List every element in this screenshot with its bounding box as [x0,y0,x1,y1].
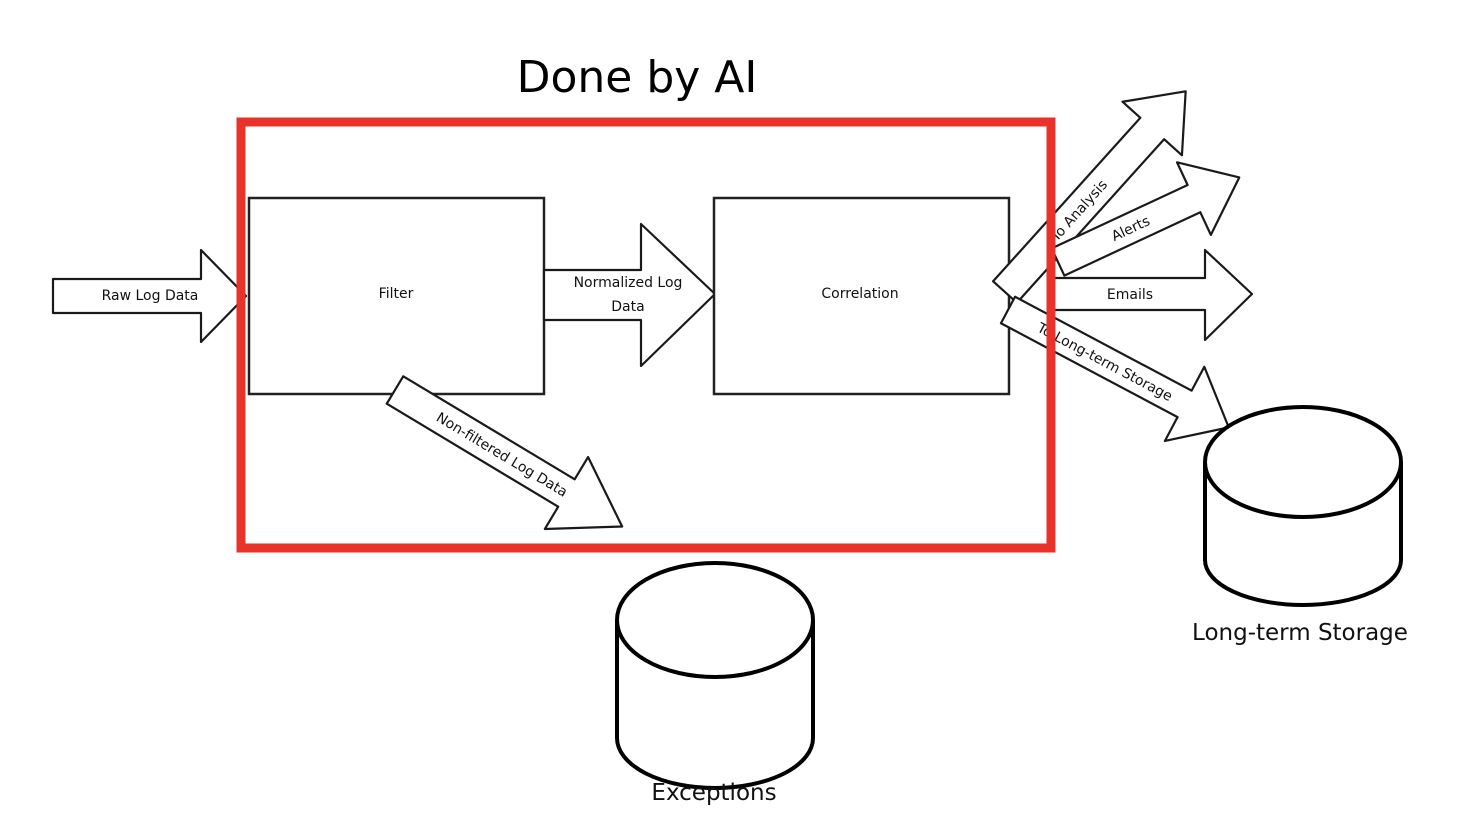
emails-label: Emails [1107,287,1153,303]
correlation-label: Correlation [821,286,898,302]
long-term-storage-label: Long-term Storage [1192,620,1408,646]
filter-box: Filter [247,196,546,396]
long-term-storage-database-icon [1203,405,1403,607]
ai-highlight-frame [236,117,1056,553]
diagram-title: Done by AI [517,52,758,103]
raw-log-data-label: Raw Log Data [102,288,199,304]
emails-arrow: Emails [1046,248,1254,342]
non-filtered-label: Non-filtered Log Data [433,410,570,501]
filter-label: Filter [379,286,414,302]
exceptions-database-icon [615,561,815,790]
normalized-label-line2: Data [611,299,644,315]
normalized-label-line1: Normalized Log [574,275,683,291]
to-analysis-arrow: To Analysis [992,90,1187,304]
exceptions-label: Exceptions [651,780,776,806]
raw-log-data-arrow: Raw Log Data [51,248,248,344]
normalized-log-data-arrow: Normalized Log Data [542,222,717,368]
correlation-box: Correlation [712,196,1011,396]
